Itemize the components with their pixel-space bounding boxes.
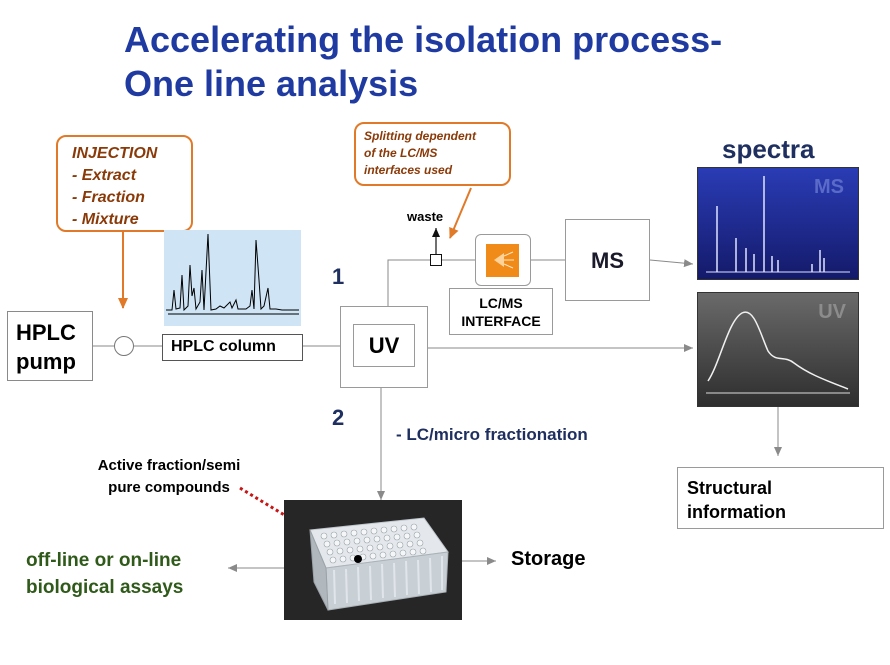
ms-spectrum-panel: MS bbox=[697, 167, 859, 280]
bioassay-label: off-line or on-line biological assays bbox=[26, 547, 183, 601]
lcms-interface-box bbox=[475, 234, 531, 286]
injection-item: - Fraction bbox=[72, 189, 145, 206]
splitting-line-2: of the LC/MS bbox=[364, 146, 438, 160]
hplc-pump-line-1: HPLC bbox=[16, 320, 76, 345]
ms-spectrum-bars bbox=[706, 176, 850, 273]
waste-label: waste bbox=[407, 209, 444, 224]
interface-icon bbox=[486, 244, 519, 277]
flow-splitter bbox=[430, 254, 442, 266]
splitting-line-1: Splitting dependent bbox=[364, 129, 476, 143]
storage-label: Storage bbox=[511, 548, 586, 570]
ms-label: MS bbox=[591, 248, 624, 273]
injection-callout: INJECTION - Extract - Fraction - Mixture bbox=[56, 135, 193, 232]
uv-detector-inner: UV bbox=[353, 324, 415, 367]
active-fraction-line-1: Active fraction/semi bbox=[97, 457, 241, 474]
well-plate-drawing bbox=[309, 517, 449, 611]
hplc-column-label: HPLC column bbox=[171, 338, 276, 355]
title-line-2: One line analysis bbox=[124, 63, 419, 104]
spectra-heading: spectra bbox=[722, 134, 815, 164]
slide-title: Accelerating the isolation process- One … bbox=[124, 18, 722, 106]
lcms-interface-label-box: LC/MS INTERFACE bbox=[449, 288, 553, 335]
injection-heading: INJECTION bbox=[72, 145, 158, 162]
title-line-1: Accelerating the isolation process- bbox=[124, 19, 723, 60]
structural-info-box: Structural information bbox=[677, 467, 884, 529]
injection-item: - Mixture bbox=[72, 211, 139, 228]
chromatogram-image bbox=[164, 230, 301, 326]
chromatogram-trace bbox=[166, 233, 299, 315]
fractionation-label: - LC/micro fractionation bbox=[396, 425, 588, 444]
well-plate-image bbox=[284, 500, 462, 620]
bioassay-line-2: biological assays bbox=[26, 577, 184, 598]
structural-info-line-1: Structural bbox=[687, 478, 773, 498]
ms-to-spectra-arrow bbox=[649, 259, 694, 268]
path-number-2: 2 bbox=[332, 405, 345, 430]
hplc-pump-box: HPLC pump bbox=[7, 311, 93, 381]
hplc-pump-line-2: pump bbox=[16, 349, 76, 374]
uv-to-splitter-line bbox=[387, 259, 431, 306]
uv-detector-box: UV bbox=[340, 306, 428, 388]
uv-detector-label: UV bbox=[368, 333, 400, 358]
active-fraction-label: Active fraction/semi pure compounds bbox=[74, 455, 264, 499]
bioassay-line-1: off-line or on-line bbox=[26, 550, 182, 571]
interface-label-line-1: LC/MS bbox=[479, 295, 523, 311]
splitting-callout-pointer bbox=[449, 187, 472, 239]
injection-valve bbox=[114, 336, 134, 356]
hplc-column-box: HPLC column bbox=[162, 334, 303, 361]
ms-box: MS bbox=[565, 219, 650, 301]
structural-info-line-2: information bbox=[687, 502, 786, 522]
interface-label-line-2: INTERFACE bbox=[461, 313, 541, 329]
splitting-callout: Splitting dependent of the LC/MS interfa… bbox=[354, 122, 511, 186]
splitting-line-3: interfaces used bbox=[364, 163, 453, 177]
uv-spectrum-label: UV bbox=[818, 301, 846, 323]
uv-spectrum-curve bbox=[706, 311, 850, 394]
injection-item: - Extract bbox=[72, 167, 137, 184]
ms-spectrum-label: MS bbox=[814, 176, 844, 198]
uv-spectrum-panel: UV bbox=[697, 292, 859, 407]
active-fraction-line-2: pure compounds bbox=[108, 479, 230, 496]
path-number-1: 1 bbox=[332, 264, 345, 289]
